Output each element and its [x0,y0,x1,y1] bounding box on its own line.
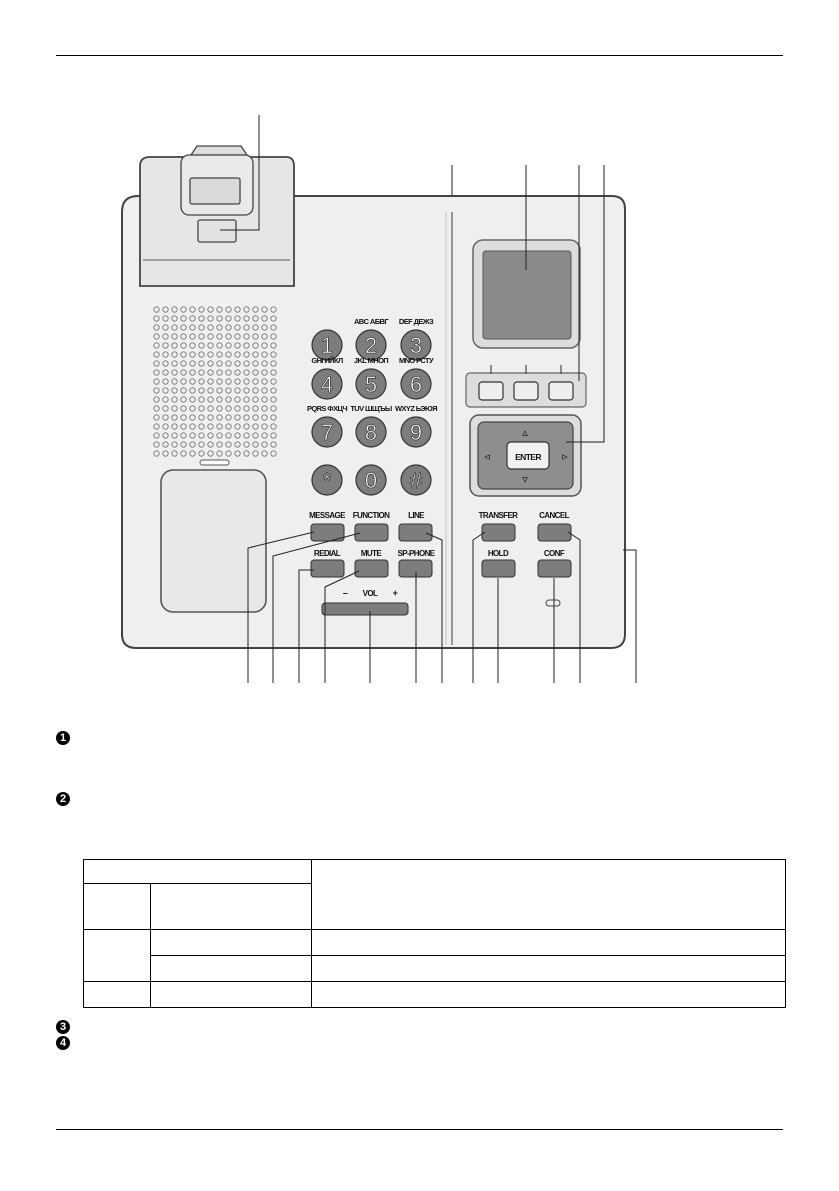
volume-key[interactable] [321,602,409,616]
key-digit-label: 1 [321,333,333,358]
key-8-button[interactable] [355,416,387,448]
conf-label: CONF [544,549,565,558]
line-button[interactable] [398,523,433,542]
key-digit-label: 7 [321,420,333,445]
vol-plus-label: + [393,588,398,598]
key-digit-label: 3 [410,333,422,358]
key-digit-label: 4 [321,372,333,397]
cancel-label: CANCEL [539,511,569,520]
table-cell [150,883,312,930]
handset-rest [160,469,267,613]
key-0-button[interactable] [355,464,387,496]
table-cell [311,955,786,982]
redial-button[interactable] [310,559,345,578]
key-9-letters: WXYZ ЬЭЮЯ [395,404,437,413]
nav-down-arrow-icon: ▿ [522,474,528,486]
key-2-letters: ABC АБВГ [354,317,389,326]
table-cell [150,955,312,982]
key-4-button[interactable] [311,368,343,400]
table-cell [83,859,312,884]
key-digit-label: 2 [365,333,377,358]
nav-left-arrow-icon: ◃ [484,451,490,463]
soft-key-center[interactable] [513,381,539,401]
line-label: LINE [408,511,425,520]
vol-label: VOL [363,589,378,598]
key-star-button[interactable] [311,464,343,496]
callout-lines [220,115,637,683]
table-cell [311,981,786,1008]
nav-up-arrow-icon: ▵ [522,427,528,439]
key-hash-button[interactable] [400,464,432,496]
handset-hook [139,145,295,287]
table-cell [83,883,151,930]
soft-key-right[interactable] [548,381,574,401]
key-5-letters: JKL МНОП [354,356,388,365]
key-3-letters: DEF ДЕЖЗ [399,317,434,326]
table-cell [150,929,312,956]
speaker-grill [152,305,278,458]
redial-label: REDIAL [314,549,341,558]
key-6-button[interactable] [400,368,432,400]
transfer-label: TRANSFER [479,511,519,520]
key-digit-label: 0 [365,468,377,493]
bullet-4: 4 [56,1036,70,1050]
table-cell [83,981,151,1008]
table-cell [311,859,786,930]
key-digit-label: 9 [410,420,422,445]
key-1-button[interactable] [311,329,343,361]
lcd-display [472,239,581,349]
function-button[interactable] [354,523,389,542]
key-8-letters: TUV ШЩЪЫ [350,404,392,413]
bullet-1: 1 [56,731,70,745]
sp-phone-label: SP-PHONE [398,549,436,558]
key-3-button[interactable] [400,329,432,361]
key-5-button[interactable] [355,368,387,400]
soft-key-left[interactable] [478,381,504,401]
cancel-button[interactable] [537,523,572,542]
indicator-slot [199,459,230,466]
transfer-button[interactable] [481,523,516,542]
hold-button[interactable] [481,559,516,578]
key-digit-label: 6 [410,372,422,397]
key-4-letters: GHI ИЙКЛ [311,356,343,365]
key-digit-label: # [410,468,423,493]
bottom-rule [56,1129,783,1130]
key-digit-label: 8 [365,420,377,445]
mute-label: MUTE [361,549,383,558]
table-cell [150,981,312,1008]
key-9-button[interactable] [400,416,432,448]
key-digit-label: 5 [365,372,377,397]
table-cell [83,929,151,982]
hold-label: HOLD [488,549,509,558]
table-cell [311,929,786,956]
bullet-2: 2 [56,792,70,806]
top-rule [56,55,783,56]
message-label: MESSAGE [309,511,346,520]
key-6-letters: MNO РСТУ [399,356,434,365]
key-2-button[interactable] [355,329,387,361]
key-digit-label: * [323,468,332,493]
enter-label: ENTER [515,452,541,462]
function-label: FUNCTION [353,511,390,520]
key-7-button[interactable] [311,416,343,448]
navigator-key[interactable] [469,414,582,497]
mute-button[interactable] [354,559,389,578]
key-7-letters: PQRS ФХЦЧ [307,404,347,413]
conf-button[interactable] [537,559,572,578]
microphone [545,599,561,607]
nav-right-arrow-icon: ▹ [562,451,568,463]
vol-minus-label: – [343,588,348,598]
bullet-3: 3 [56,1020,70,1034]
info-table [83,859,786,1008]
